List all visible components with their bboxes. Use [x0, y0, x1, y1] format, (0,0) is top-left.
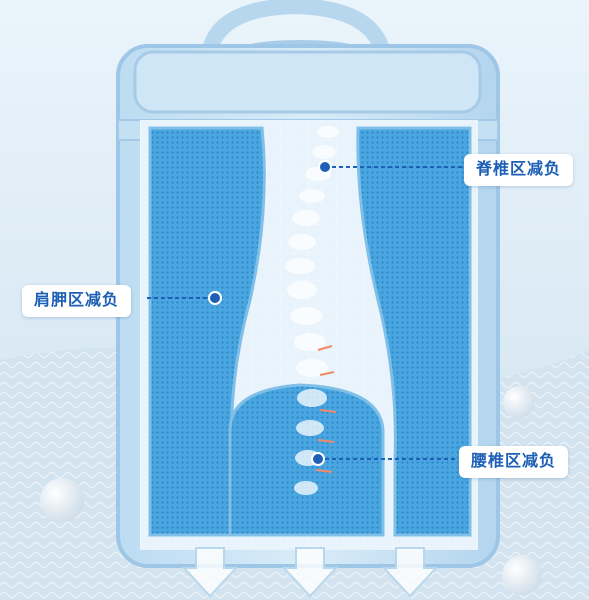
sphere-decoration: [40, 478, 84, 522]
arrow-down-icon: [281, 547, 339, 598]
callout-shoulder-relief: 肩胛区减负: [22, 285, 132, 317]
arrow-down-icon: [381, 547, 439, 598]
spine-illustration: [285, 126, 339, 495]
marker-dot-lumbar: [311, 452, 325, 466]
sphere-decoration: [502, 555, 542, 595]
arrow-down-icon: [181, 547, 239, 598]
pressure-arrows: [181, 547, 439, 598]
shoulder-cushion-right: [356, 126, 472, 537]
callout-leaders: [147, 160, 462, 466]
marker-dot-spine: [318, 160, 332, 174]
sphere-decoration: [503, 386, 535, 418]
callout-spine-relief: 脊椎区减负: [464, 154, 574, 186]
handle: [202, 0, 390, 58]
top-band: [133, 50, 482, 114]
callout-lumbar-relief: 腰椎区减负: [459, 446, 569, 478]
marker-dot-shoulder: [208, 291, 222, 305]
nerve-lines: [315, 345, 337, 473]
